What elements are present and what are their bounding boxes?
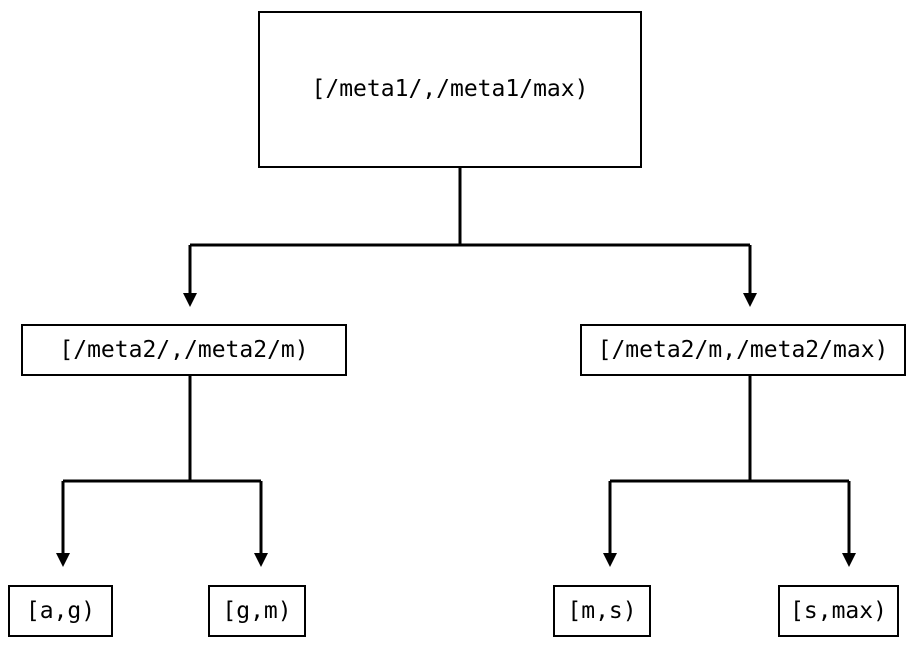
- arrowhead-root-to-right-mid: [743, 293, 757, 307]
- arrowhead-right-mid-to-leaf-ms: [603, 553, 617, 567]
- arrowhead-left-mid-to-leaf-ag: [56, 553, 70, 567]
- tree-node-leaf-ms-label: [m,s): [567, 597, 637, 624]
- tree-node-leaf-ms: [m,s): [553, 585, 651, 637]
- tree-node-leaf-ag-label: [a,g): [25, 597, 96, 624]
- arrowhead-root-to-left-mid: [183, 293, 197, 307]
- tree-node-left-mid-label: [/meta2/,/meta2/m): [59, 336, 309, 363]
- tree-node-leaf-ag: [a,g): [8, 585, 113, 637]
- tree-node-left-mid: [/meta2/,/meta2/m): [21, 324, 347, 376]
- arrowhead-right-mid-to-leaf-smax: [842, 553, 856, 567]
- tree-node-root-label: [/meta1/,/meta1/max): [311, 76, 589, 102]
- arrowhead-left-mid-to-leaf-gm: [254, 553, 268, 567]
- tree-node-leaf-smax-label: [s,max): [790, 597, 887, 624]
- tree-node-leaf-smax: [s,max): [778, 585, 899, 637]
- tree-node-right-mid: [/meta2/m,/meta2/max): [580, 324, 906, 376]
- tree-node-leaf-gm-label: [g,m): [222, 597, 292, 624]
- tree-node-leaf-gm: [g,m): [208, 585, 306, 637]
- tree-node-right-mid-label: [/meta2/m,/meta2/max): [597, 336, 889, 363]
- tree-node-root: [/meta1/,/meta1/max): [258, 11, 642, 168]
